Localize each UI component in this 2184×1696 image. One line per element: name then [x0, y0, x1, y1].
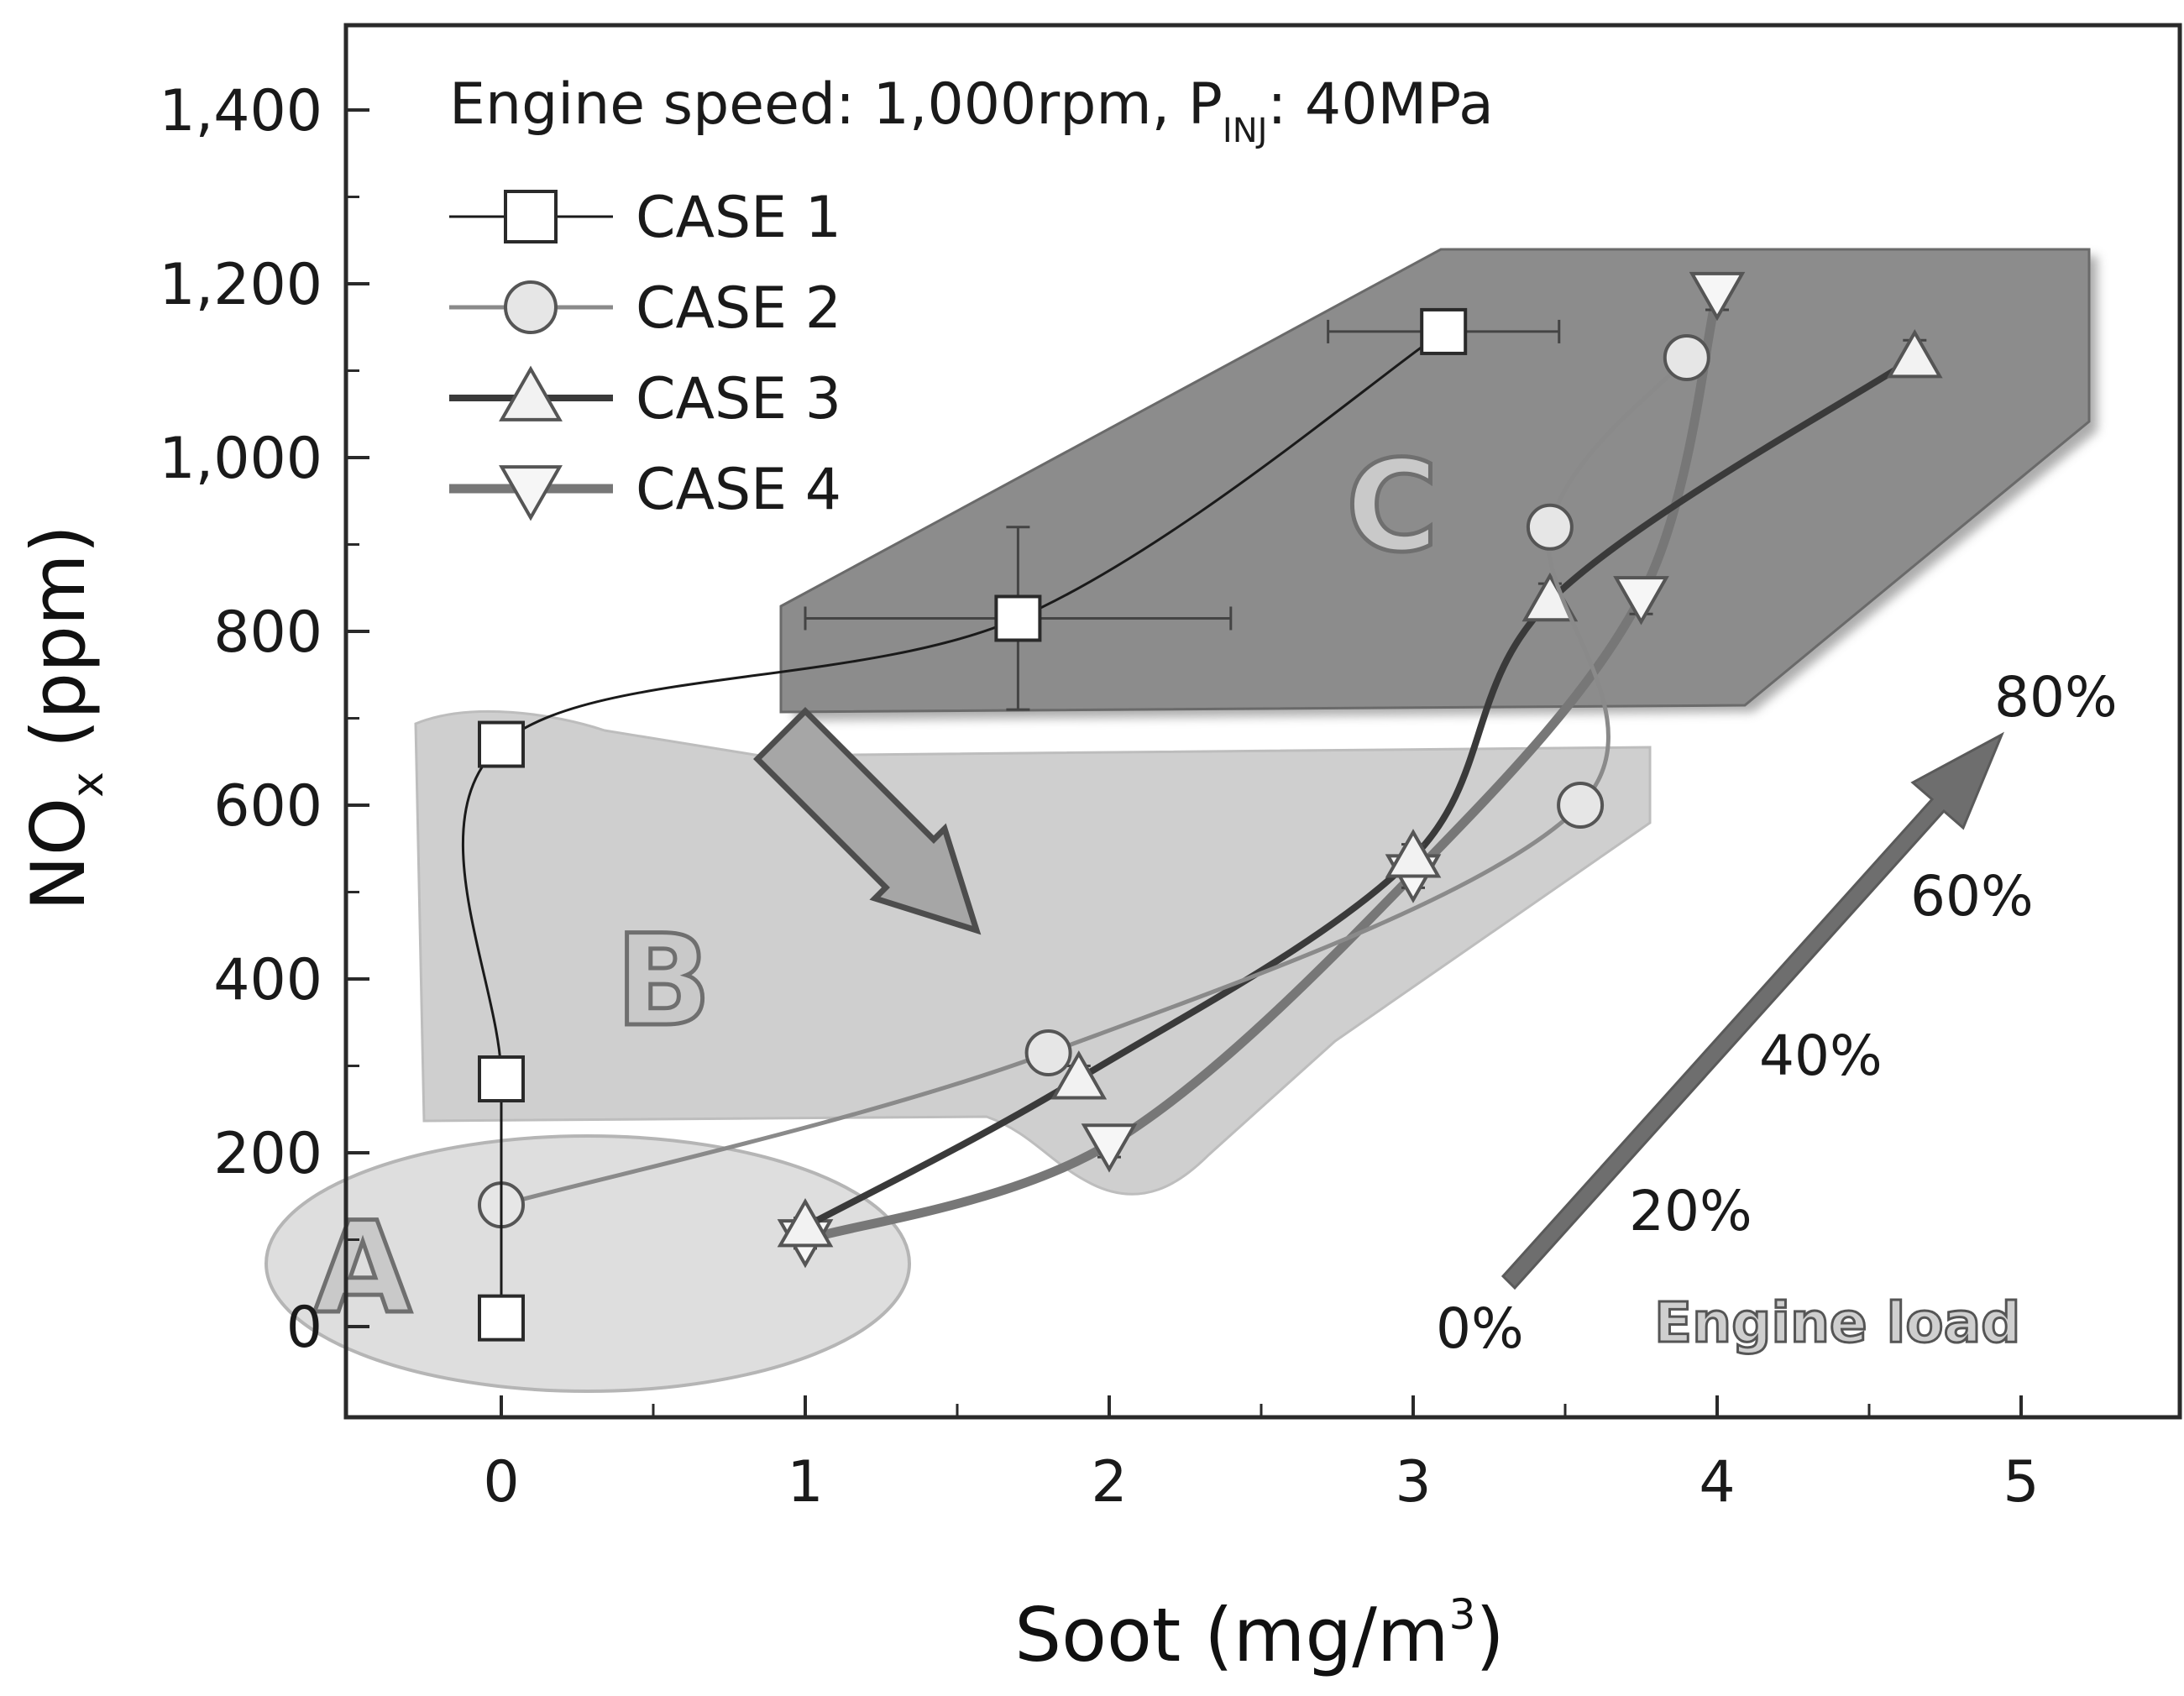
series-3-point	[1050, 1050, 1108, 1100]
x-tick-label-0: 0	[483, 1449, 519, 1515]
series-3-point	[1886, 329, 1943, 379]
series-1-line	[461, 330, 1445, 1320]
legend-marker-3	[499, 365, 563, 421]
legend-marker-1	[504, 190, 558, 243]
chart-title-sub: INJ	[1223, 112, 1268, 150]
y-axis-title-tail: (ppm)	[15, 525, 102, 772]
series-1-point	[1420, 307, 1468, 355]
engine-load-label-60: 60%	[1910, 864, 2034, 929]
engine-load-label-80: 80%	[1994, 665, 2118, 730]
x-tick-label-2: 2	[1091, 1449, 1127, 1515]
y-tick-label-600: 600	[213, 773, 322, 840]
x-axis: 0 1 2 3 4 5	[483, 1395, 2040, 1515]
x-tick-label-4: 4	[1699, 1449, 1735, 1515]
chart-title-main: Engine speed: 1,000rpm, P	[449, 71, 1223, 138]
region-label-c: C	[1346, 434, 1438, 580]
region-label-b: B	[615, 908, 711, 1055]
series-3-point	[777, 1198, 834, 1248]
chart-title: Engine speed: 1,000rpm, PINJ: 40MPa	[449, 71, 1494, 150]
series-2-point	[1526, 503, 1574, 551]
plot-frame	[343, 23, 2182, 1420]
y-tick-label-1400: 1,400	[159, 78, 322, 144]
region-a-shape	[264, 1134, 911, 1393]
engine-load-label-0: 0%	[1436, 1296, 1524, 1361]
series-layer	[461, 271, 1943, 1342]
x-axis-title-sup: 3	[1449, 1590, 1476, 1639]
legend-label-3: CASE 3	[636, 366, 841, 432]
series-4-point	[1689, 271, 1746, 322]
region-arrow	[753, 707, 982, 935]
legend-label-2: CASE 2	[636, 275, 841, 342]
region-label-a: A	[314, 1196, 411, 1342]
chart-title-tail: : 40MPa	[1267, 71, 1493, 138]
y-tick-label-1200: 1,200	[159, 252, 322, 318]
legend-item-4: CASE 4	[449, 457, 841, 523]
y-axis: 0 200 400 600 800 1,000 1,200 1,400	[159, 78, 369, 1361]
legend: CASE 1 CASE 2 CASE 3 CASE 4	[449, 185, 841, 523]
y-tick-label-800: 800	[213, 599, 322, 666]
x-axis-title-main: Soot (mg/m	[1014, 1592, 1448, 1678]
legend-marker-4	[499, 465, 563, 521]
series-1-point	[478, 1294, 525, 1342]
x-tick-label-3: 3	[1395, 1449, 1431, 1515]
series-1-point	[478, 720, 525, 768]
y-tick-label-200: 200	[213, 1121, 322, 1187]
legend-label-4: CASE 4	[636, 457, 841, 523]
engine-load-arrow	[1501, 731, 2004, 1290]
y-axis-title: NOx (ppm)	[15, 525, 113, 911]
region-b-shape	[414, 709, 1652, 1196]
series-4-point	[1613, 576, 1669, 626]
engine-load-label-20: 20%	[1629, 1179, 1752, 1243]
x-axis-title: Soot (mg/m3)	[1014, 1590, 1504, 1678]
region-c-shape	[779, 248, 2091, 714]
series-2-point	[1663, 333, 1710, 381]
y-tick-label-400: 400	[213, 947, 322, 1013]
series-2-point	[1024, 1029, 1072, 1076]
y-tick-label-0: 0	[286, 1295, 322, 1361]
y-axis-title-main: NO	[15, 798, 102, 911]
series-1	[461, 307, 1561, 1342]
legend-item-1: CASE 1	[449, 185, 841, 251]
legend-label-1: CASE 1	[636, 185, 841, 251]
y-tick-label-1000: 1,000	[159, 426, 322, 492]
engine-load-label-40: 40%	[1759, 1023, 1883, 1088]
legend-marker-2	[504, 280, 558, 334]
x-tick-label-1: 1	[787, 1449, 823, 1515]
x-axis-title-tail: )	[1475, 1592, 1504, 1678]
series-1-point	[994, 594, 1042, 642]
engine-load-indicator: 0% 20% 40% 60% 80% Engine load	[1436, 665, 2118, 1361]
x-tick-label-5: 5	[2003, 1449, 2039, 1515]
legend-item-2: CASE 2	[449, 275, 841, 342]
series-3-point	[1385, 829, 1442, 878]
series-2-point	[1557, 782, 1605, 829]
legend-item-3: CASE 3	[449, 365, 841, 432]
engine-load-title: Engine load	[1654, 1290, 2020, 1355]
y-axis-title-sub: x	[63, 772, 113, 798]
regions: A B C	[264, 248, 2098, 1393]
series-4-point	[1081, 1123, 1138, 1173]
series-1-point	[478, 1055, 525, 1103]
